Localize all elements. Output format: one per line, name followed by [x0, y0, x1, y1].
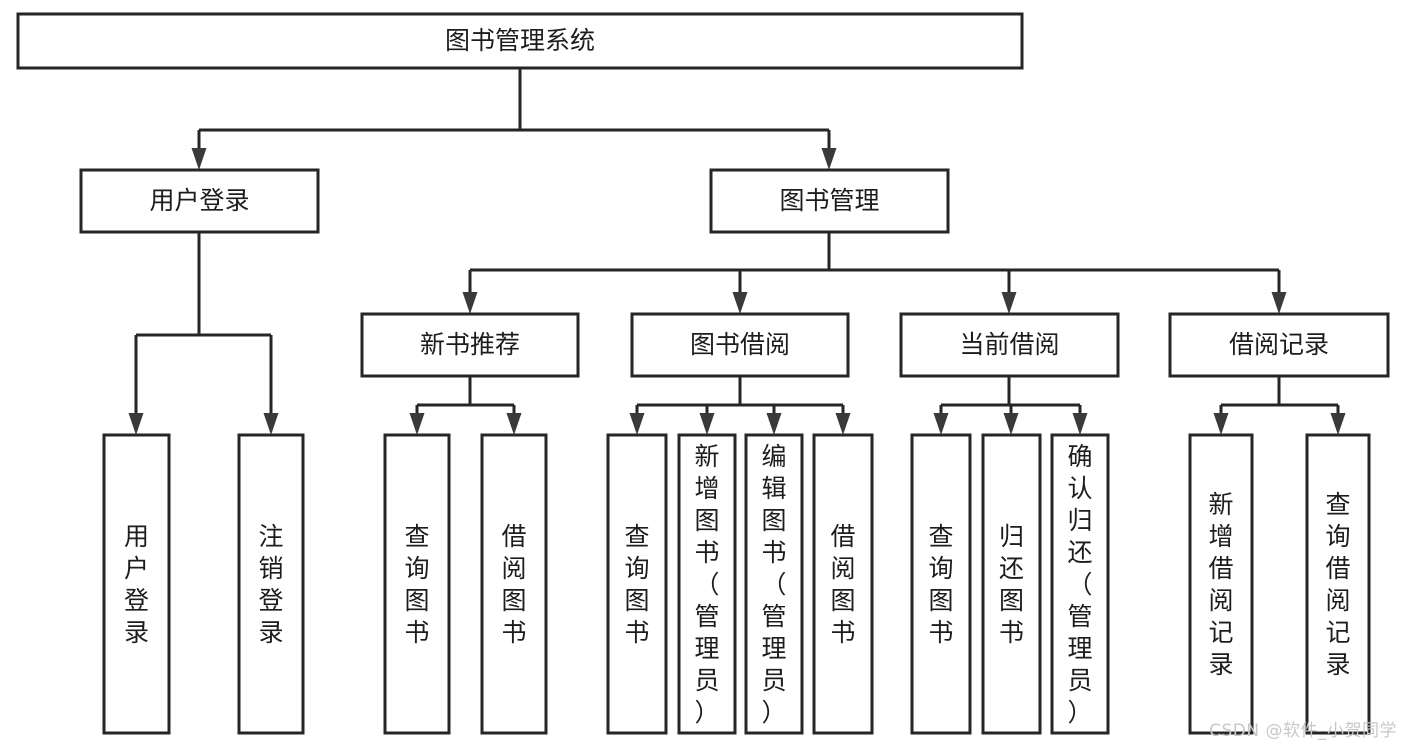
leaf-node[interactable]: 查询图书 [910, 433, 972, 735]
leaf-box[interactable] [677, 433, 737, 735]
leaf-box[interactable] [1188, 433, 1254, 735]
leaf-label: 查询图书 [404, 522, 429, 647]
leaf-box[interactable] [812, 433, 874, 735]
level2-node[interactable]: 图书管理 [709, 168, 950, 234]
leaf-arrow-arrowhead [506, 413, 522, 435]
leaf-label: 确认归还（管理员） [1067, 442, 1092, 727]
level3-node[interactable]: 新书推荐 [360, 312, 580, 378]
leaf-box[interactable] [981, 433, 1042, 735]
leaf-arrow-arrowhead [1213, 413, 1229, 435]
leaf-box[interactable] [606, 433, 668, 735]
level3-box[interactable] [899, 312, 1120, 378]
manage-to-level3-0-arrowhead [462, 292, 478, 314]
leaf-node[interactable]: 查询借阅记录 [1305, 433, 1371, 735]
leaf-node[interactable]: 归还图书 [981, 433, 1042, 735]
csdn-watermark: CSDN @软件_小贺同学 [1209, 721, 1397, 741]
login-leaf-1-arrowhead [263, 413, 279, 435]
leaf-label: 借阅图书 [830, 522, 855, 647]
leaf-node[interactable]: 新增图书（管理员） [677, 433, 737, 735]
node-layer: 图书管理系统用户登录图书管理新书推荐图书借阅当前借阅借阅记录用户登录注销登录查询… [16, 12, 1390, 735]
leaf-node[interactable]: 新增借阅记录 [1188, 433, 1254, 735]
level3-label: 图书借阅 [690, 330, 790, 359]
leaf-arrow-arrowhead [1003, 413, 1019, 435]
leaf-box[interactable] [383, 433, 451, 735]
root-to-level2-1-arrowhead [821, 148, 837, 170]
level3-label: 当前借阅 [959, 330, 1059, 359]
leaf-label: 新增借阅记录 [1208, 490, 1233, 679]
level2-box[interactable] [79, 168, 320, 234]
manage-to-level3-2-arrowhead [1001, 292, 1017, 314]
leaf-label: 借阅图书 [501, 522, 526, 647]
level2-label: 图书管理 [779, 186, 879, 215]
leaf-label: 查询借阅记录 [1325, 490, 1350, 679]
level3-box[interactable] [630, 312, 850, 378]
leaf-node[interactable]: 注销登录 [237, 433, 305, 735]
login-leaf-0-arrowhead [128, 413, 144, 435]
leaf-label: 用户登录 [124, 522, 149, 647]
leaf-label: 编辑图书（管理员） [761, 442, 786, 727]
leaf-node[interactable]: 确认归还（管理员） [1050, 433, 1110, 735]
level2-node[interactable]: 用户登录 [79, 168, 320, 234]
leaf-node[interactable]: 查询图书 [383, 433, 451, 735]
level3-label: 借阅记录 [1229, 330, 1329, 359]
leaf-box[interactable] [237, 433, 305, 735]
leaf-node[interactable]: 查询图书 [606, 433, 668, 735]
leaf-arrow-arrowhead [766, 413, 782, 435]
manage-to-level3-1-arrowhead [732, 292, 748, 314]
leaf-box[interactable] [1050, 433, 1110, 735]
leaf-box[interactable] [910, 433, 972, 735]
level2-label: 用户登录 [149, 186, 249, 215]
leaf-node[interactable]: 用户登录 [102, 433, 171, 735]
leaf-arrow-arrowhead [629, 413, 645, 435]
level3-node[interactable]: 借阅记录 [1168, 312, 1390, 378]
leaf-label: 归还图书 [999, 522, 1024, 647]
connector-layer [128, 68, 1346, 435]
root-label: 图书管理系统 [445, 26, 595, 55]
leaf-label: 查询图书 [624, 522, 649, 647]
leaf-label: 查询图书 [928, 522, 953, 647]
leaf-box[interactable] [480, 433, 548, 735]
level3-box[interactable] [360, 312, 580, 378]
leaf-box[interactable] [102, 433, 171, 735]
leaf-arrow-arrowhead [699, 413, 715, 435]
leaf-arrow-arrowhead [933, 413, 949, 435]
root-node[interactable]: 图书管理系统 [16, 12, 1024, 70]
level3-label: 新书推荐 [420, 330, 520, 359]
level2-box[interactable] [709, 168, 950, 234]
leaf-node[interactable]: 借阅图书 [480, 433, 548, 735]
leaf-node[interactable]: 编辑图书（管理员） [744, 433, 804, 735]
leaf-box[interactable] [1305, 433, 1371, 735]
leaf-box[interactable] [744, 433, 804, 735]
level3-box[interactable] [1168, 312, 1390, 378]
level3-node[interactable]: 图书借阅 [630, 312, 850, 378]
manage-to-level3-3-arrowhead [1271, 292, 1287, 314]
leaf-arrow-arrowhead [1072, 413, 1088, 435]
leaf-label: 注销登录 [258, 522, 283, 647]
root-box[interactable] [16, 12, 1024, 70]
leaf-label: 新增图书（管理员） [694, 442, 719, 727]
leaf-arrow-arrowhead [835, 413, 851, 435]
root-to-level2-0-arrowhead [191, 148, 207, 170]
leaf-arrow-arrowhead [1330, 413, 1346, 435]
leaf-node[interactable]: 借阅图书 [812, 433, 874, 735]
leaf-arrow-arrowhead [409, 413, 425, 435]
level3-node[interactable]: 当前借阅 [899, 312, 1120, 378]
